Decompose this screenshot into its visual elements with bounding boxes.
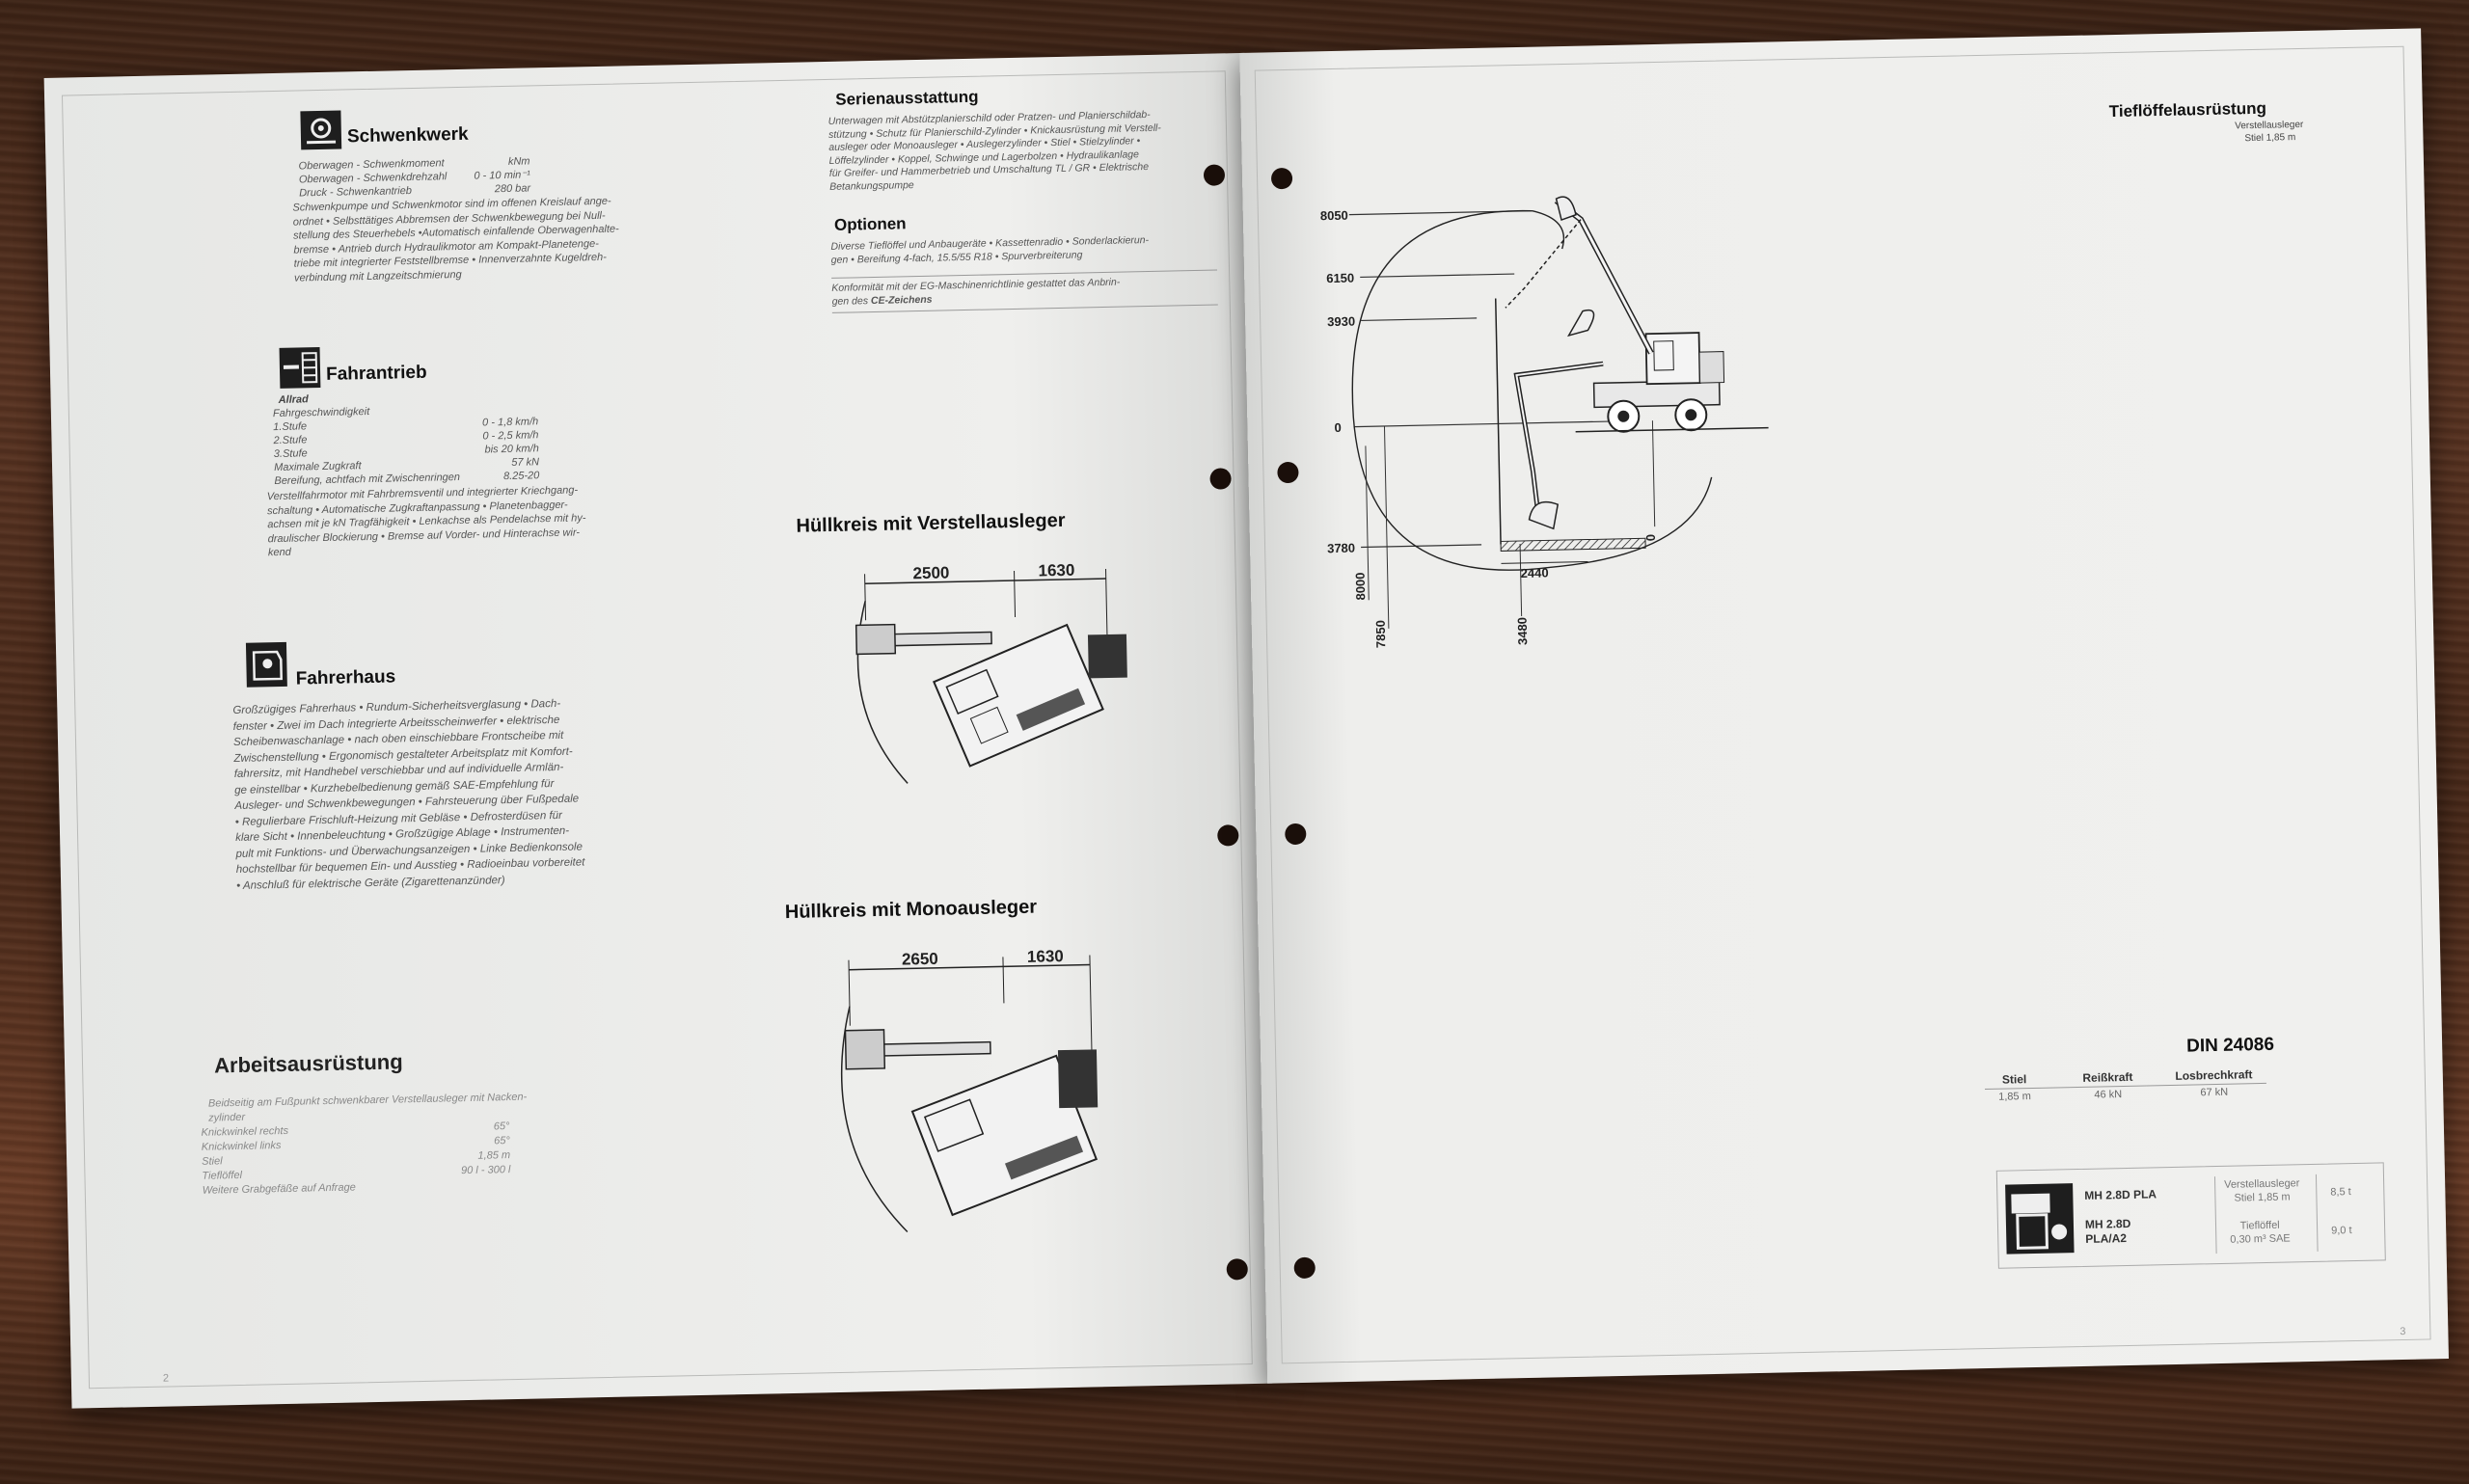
model-divider — [2315, 1174, 2319, 1252]
fahrantrieb-subtitle: Allrad — [278, 393, 309, 406]
working-range-diagram: 8050 6150 3930 0 3780 8000 7850 3480 0 — [1320, 196, 1769, 648]
vlabel-3480: 3480 — [1515, 617, 1531, 645]
envelope-arc — [840, 1006, 909, 1233]
serienausstattung-text: Unterwagen mit Abstützplanierschild oder… — [828, 108, 1161, 193]
ref-vline — [1519, 544, 1523, 617]
model-desc-2: Tieflöffel 0,30 m³ SAE — [2230, 1219, 2291, 1246]
schwenkwerk-title: Schwenkwerk — [346, 123, 469, 148]
vlabel-8000: 8000 — [1353, 572, 1369, 600]
right-subtitle-2: Stiel 1,85 m — [2244, 132, 2296, 145]
ref-vline — [1651, 420, 1656, 527]
dim-label-a: 2500 — [912, 563, 949, 582]
depth-line-3780 — [1361, 544, 1482, 549]
swing-envelope-mono-diagram: 2650 1630 — [840, 947, 1099, 1233]
page-number-left: 2 — [162, 1372, 170, 1385]
boom-shape — [874, 1040, 991, 1057]
dim-label-a: 2650 — [902, 950, 938, 969]
cab-icon — [244, 640, 289, 689]
ground-surface — [1575, 426, 1769, 433]
dim-tick — [1002, 957, 1005, 1004]
din-cell-stiel: 1,85 m — [1998, 1091, 2031, 1103]
model-name-1: MH 2.8D PLA — [2084, 1187, 2157, 1202]
ref-vline — [1365, 445, 1370, 601]
height-label-6150: 6150 — [1326, 271, 1354, 286]
right-page-title: Tieflöffelausrüstung — [2108, 98, 2267, 121]
serienausstattung-title: Serienausstattung — [835, 87, 979, 109]
din-header-stiel: Stiel — [1984, 1069, 2045, 1090]
fahrerhaus-title: Fahrerhaus — [295, 666, 396, 689]
arbeitsausruestung-title: Arbeitsausrüstung — [213, 1049, 403, 1078]
boom-shape — [884, 631, 992, 647]
din-table: Stiel Reißkraft Losbrechkraft 1,85 m 46 … — [1984, 1065, 2266, 1105]
dim-label-b: 1630 — [1038, 561, 1074, 580]
trench-wall — [1494, 298, 1502, 545]
page-number-right: 3 — [2400, 1325, 2406, 1338]
excavator-top-view — [932, 623, 1104, 768]
ref-vline — [1383, 425, 1390, 629]
dim-label-b: 1630 — [1027, 947, 1064, 966]
dim-line-2440 — [1501, 561, 1588, 564]
fahrantrieb-text: Verstellfahrmotor mit Fahrbremsventil un… — [266, 484, 586, 559]
dim-line — [864, 578, 1106, 585]
swing-gear-icon — [300, 110, 342, 150]
dim-tick — [864, 574, 867, 621]
excavator-top-view — [910, 1054, 1099, 1217]
bucket-shape — [844, 1029, 886, 1070]
vlabel-7850: 7850 — [1373, 620, 1389, 648]
vlabel-0: 0 — [1643, 534, 1658, 542]
din-cell-reisskraft: 46 kN — [2094, 1089, 2123, 1101]
drive-icon — [279, 347, 321, 389]
height-label-0: 0 — [1334, 420, 1342, 435]
model-weight-1: 8,5 t — [2330, 1186, 2351, 1199]
depth-label-3780: 3780 — [1327, 541, 1355, 556]
trench-bottom — [1500, 537, 1646, 552]
ground-line — [1353, 420, 1614, 428]
optionen-title: Optionen — [833, 214, 907, 234]
model-weight-box: MH 2.8D PLA MH 2.8D PLA/A2 Verstellausle… — [1995, 1162, 2386, 1269]
dim-tick — [1014, 571, 1017, 618]
height-label-3930: 3930 — [1327, 314, 1355, 330]
schwenkwerk-text: Schwenkpumpe und Schwenkmotor sind im of… — [292, 195, 619, 284]
model-divider — [2213, 1176, 2217, 1255]
ce-mark-label: CE-Zeichens — [870, 293, 933, 307]
height-label-8050: 8050 — [1320, 208, 1348, 224]
model-weight-2: 9,0 t — [2331, 1225, 2352, 1237]
fahrantrieb-title: Fahrantrieb — [325, 362, 427, 385]
envelope-top — [1532, 209, 1565, 250]
weight-icon — [2005, 1183, 2075, 1255]
counterweight-shape — [1057, 1049, 1099, 1109]
dim-label-2440: 2440 — [1521, 565, 1549, 580]
dim-line — [849, 963, 1091, 971]
dim-tick — [848, 959, 851, 1026]
din-title: DIN 24086 — [2185, 1034, 2275, 1057]
bucket-shape — [855, 623, 897, 656]
counterweight-shape — [1087, 634, 1127, 679]
swing-envelope-verstell-diagram: 2500 1630 — [855, 561, 1127, 784]
model-desc-1: Verstellausleger Stiel 1,85 m — [2224, 1177, 2300, 1204]
excavator-side-view — [1505, 196, 1725, 530]
model-name-2: MH 2.8D PLA/A2 — [2084, 1216, 2131, 1246]
right-page: Tieflöffelausrüstung Verstellausleger St… — [1239, 28, 2449, 1384]
din-cell-losbrechkraft: 67 kN — [2200, 1086, 2229, 1099]
height-line-3930 — [1361, 317, 1478, 322]
fahrerhaus-text: Großzügiges Fahrerhaus • Rundum-Sicherhe… — [232, 697, 585, 892]
din-header-reisskraft: Reißkraft — [2044, 1067, 2147, 1089]
height-line-6150 — [1360, 273, 1515, 279]
